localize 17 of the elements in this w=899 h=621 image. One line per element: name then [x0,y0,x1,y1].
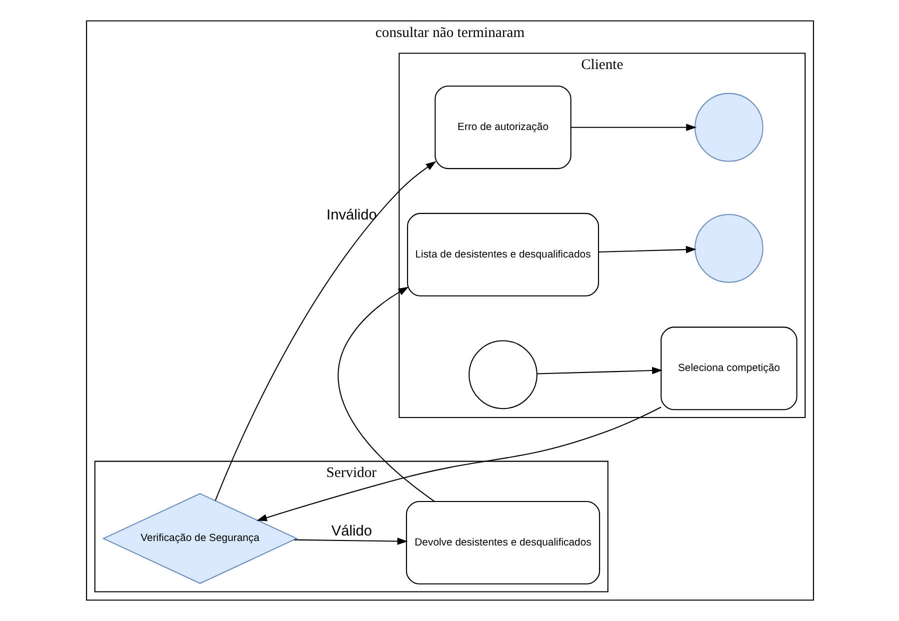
arrow [294,538,408,545]
arrow [337,286,434,502]
arrow [598,246,696,254]
node-diamond: Verificação de Segurança [102,493,298,584]
node-box: Lista de desistentes e desqualificados [406,212,599,296]
edge-label: Válido [330,524,372,540]
edge-label: Inválido [326,207,376,224]
node-circle [694,214,763,283]
arrow [570,124,696,132]
node-box: Seleciona competição [660,326,797,410]
node-box: Erro de autorização [434,86,571,170]
arrow [536,366,662,374]
node-box: Devolve desistentes e desqualificados [405,500,600,584]
arrow [256,406,661,522]
node-circle [694,92,763,162]
node-circle [468,340,537,410]
arrow [214,161,436,501]
